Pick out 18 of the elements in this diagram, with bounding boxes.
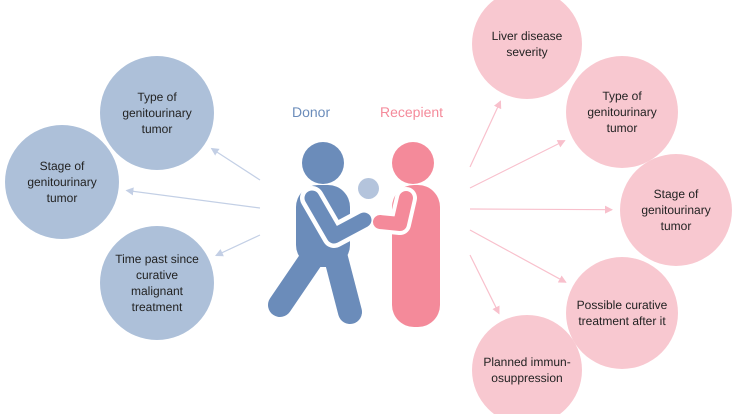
arrow (470, 140, 566, 189)
circle-label: Planned immun-osuppression (482, 354, 572, 386)
arrow (469, 254, 500, 314)
person-label: Recepient (380, 103, 444, 122)
circle-label: Time past since curative malignant treatment (114, 251, 200, 315)
circle-label: Stage of genitourinary tumor (26, 158, 98, 206)
circle-label: Stage of genitourinary tumor (640, 186, 712, 234)
circle-label: Type of genitourinary tumor (586, 88, 658, 136)
arrow (215, 234, 260, 256)
arrow (125, 187, 260, 209)
circle-label: Possible curative treatment after it (576, 297, 668, 329)
person-label: Donor (292, 103, 330, 122)
circle-label: Liver disease severity (490, 28, 564, 60)
circle-label: Type of genitourinary tumor (121, 89, 193, 137)
arrow (210, 148, 260, 180)
arrow (470, 206, 613, 214)
arrow (470, 229, 567, 283)
arrow (469, 100, 502, 168)
